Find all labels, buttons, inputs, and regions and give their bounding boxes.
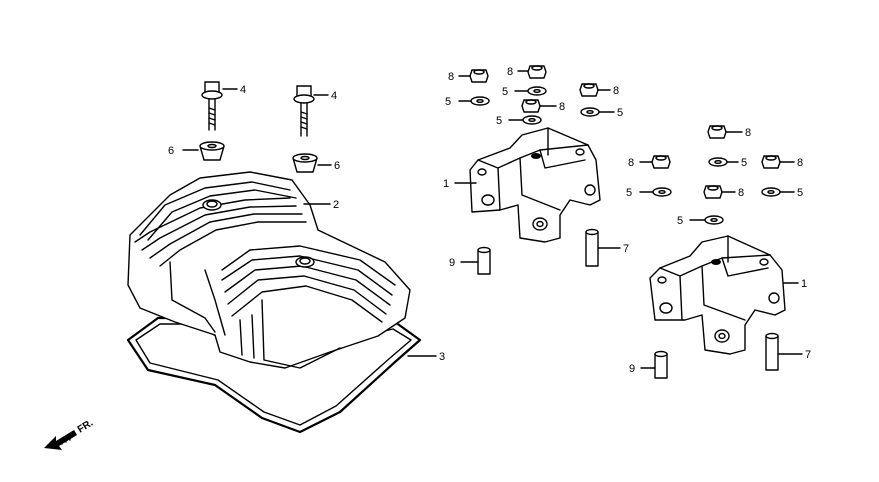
callout-3: 3	[439, 351, 445, 363]
washer	[708, 157, 728, 167]
washer	[522, 115, 542, 125]
callout-5: 5	[617, 107, 623, 119]
nut	[651, 155, 671, 169]
callout-7: 7	[623, 243, 629, 255]
camshaft-holder-upper	[469, 127, 601, 243]
bolt-right	[293, 85, 315, 137]
callout-1: 1	[443, 178, 449, 190]
grommet-left	[199, 141, 225, 161]
bolt-left	[201, 81, 223, 131]
callout-8: 8	[448, 71, 454, 83]
callout-8: 8	[745, 127, 751, 139]
front-label: FR.	[76, 418, 96, 436]
callout-8: 8	[797, 157, 803, 169]
grommet-right	[292, 153, 318, 173]
nut	[761, 155, 781, 169]
callout-1: 1	[801, 278, 807, 290]
dowel-pin-7-lower	[765, 332, 779, 371]
washer	[580, 107, 600, 117]
callout-5: 5	[677, 215, 683, 227]
callout-5: 5	[502, 86, 508, 98]
dowel-pin-7-upper	[585, 228, 599, 267]
callout-2: 2	[333, 199, 339, 211]
washer	[527, 86, 547, 96]
nut	[579, 83, 599, 97]
callout-9: 9	[629, 363, 635, 375]
callout-8: 8	[613, 85, 619, 97]
nut	[521, 99, 541, 113]
nut	[527, 65, 547, 79]
callout-8: 8	[628, 157, 634, 169]
dowel-pin-9-upper	[477, 246, 491, 275]
callout-5: 5	[445, 96, 451, 108]
washer	[704, 215, 724, 225]
nut	[703, 185, 723, 199]
leader-lines	[182, 70, 803, 369]
callout-6: 6	[334, 160, 340, 172]
callout-8: 8	[507, 66, 513, 78]
callout-5: 5	[741, 157, 747, 169]
callout-5: 5	[496, 115, 502, 127]
washer	[470, 96, 490, 106]
callout-6: 6	[168, 145, 174, 157]
callout-9: 9	[449, 257, 455, 269]
washer	[652, 187, 672, 197]
washer	[761, 187, 781, 197]
cylinder-head-cover	[127, 171, 411, 369]
callout-8: 8	[559, 101, 565, 113]
callout-7: 7	[805, 349, 811, 361]
nut	[707, 125, 727, 139]
camshaft-holder-lower	[649, 235, 786, 355]
nut	[469, 69, 489, 83]
callout-4: 4	[240, 84, 246, 96]
callout-5: 5	[797, 187, 803, 199]
callout-5: 5	[626, 187, 632, 199]
callout-4: 4	[331, 90, 337, 102]
dowel-pin-9-lower	[654, 350, 668, 379]
front-arrow-icon	[44, 430, 77, 450]
callout-8: 8	[738, 187, 744, 199]
